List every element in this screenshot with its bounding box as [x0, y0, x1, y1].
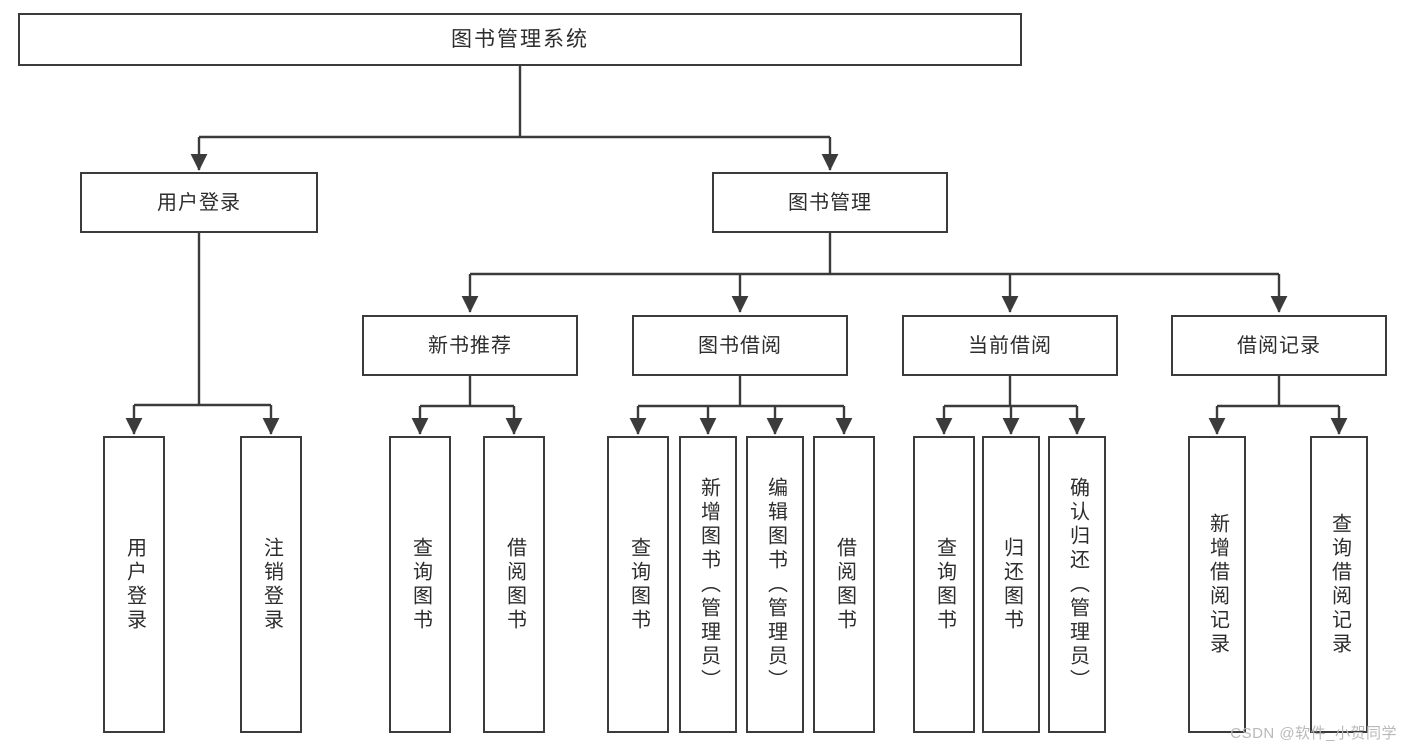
- node-user-login[interactable]: 用户登录: [80, 172, 318, 233]
- leaf-return-book[interactable]: 归还图书: [982, 436, 1040, 733]
- leaf-user-login[interactable]: 用户登录: [103, 436, 165, 733]
- leaf-add-borrow-record[interactable]: 新增借阅记录: [1188, 436, 1246, 733]
- leaf-confirm-return-admin[interactable]: 确认归还（管理员）: [1048, 436, 1106, 733]
- watermark: CSDN @软件_小贺同学: [1230, 725, 1397, 742]
- leaf-query-book-borrowing[interactable]: 查询图书: [607, 436, 669, 733]
- leaf-query-book-current[interactable]: 查询图书: [913, 436, 975, 733]
- node-borrowing-record[interactable]: 借阅记录: [1171, 315, 1387, 376]
- node-root-book-management-system[interactable]: 图书管理系统: [18, 13, 1022, 66]
- leaf-logout[interactable]: 注销登录: [240, 436, 302, 733]
- leaf-edit-book-admin[interactable]: 编辑图书（管理员）: [746, 436, 804, 733]
- leaf-add-book-admin[interactable]: 新增图书（管理员）: [679, 436, 737, 733]
- node-book-management[interactable]: 图书管理: [712, 172, 948, 233]
- node-new-book-recommendation[interactable]: 新书推荐: [362, 315, 578, 376]
- leaf-borrow-book-newbook[interactable]: 借阅图书: [483, 436, 545, 733]
- node-current-borrowing[interactable]: 当前借阅: [902, 315, 1118, 376]
- leaf-query-borrow-record[interactable]: 查询借阅记录: [1310, 436, 1368, 733]
- leaf-borrow-book-borrowing[interactable]: 借阅图书: [813, 436, 875, 733]
- node-book-borrowing[interactable]: 图书借阅: [632, 315, 848, 376]
- leaf-query-book-newbook[interactable]: 查询图书: [389, 436, 451, 733]
